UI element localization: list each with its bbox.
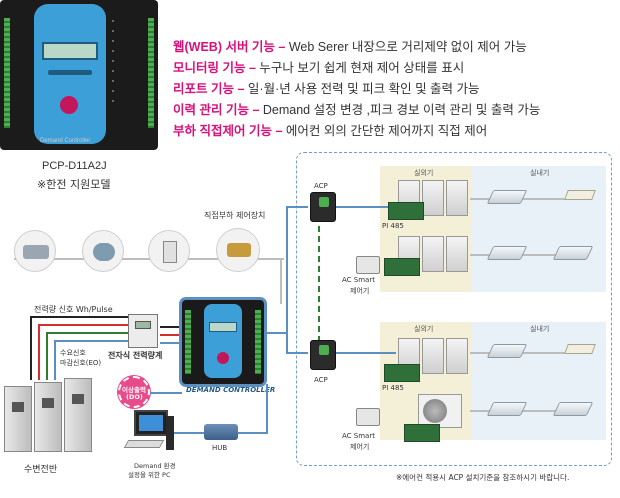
terminal-block-right <box>148 18 154 128</box>
footnote: ※에어컨 적용시 ACP 설치기준을 참조하시기 바랍니다. <box>396 473 570 482</box>
cassette-unit-icon <box>486 246 528 260</box>
outdoor-unit-small-icon <box>418 394 462 428</box>
cassette-unit-icon <box>486 190 528 204</box>
acp-device-icon <box>310 192 336 222</box>
indoor-zone-label: 실내기 <box>530 169 550 177</box>
demand-signal-label-1: 수요신호 <box>60 349 86 357</box>
outdoor-zone-label: 실외기 <box>414 169 434 177</box>
demand-signal-label-2: 마감신호(EO) <box>60 359 102 367</box>
ac-smart-label-1: AC Smart <box>342 432 375 440</box>
outdoor-unit-icon <box>422 236 444 272</box>
meter-label: 전자식 전력량계 <box>108 351 163 360</box>
cassette-unit-icon <box>486 344 528 358</box>
pi485-board-icon <box>404 424 440 442</box>
hvac-system-area <box>296 152 612 466</box>
acp-label: ACP <box>314 182 328 190</box>
power-meter-icon <box>128 314 158 348</box>
indoor-zone-label: 실내기 <box>530 325 550 333</box>
alarm-label-2: (DO) <box>126 393 143 401</box>
outdoor-unit-icon <box>422 338 444 374</box>
pi485-label: PI 485 <box>382 384 404 392</box>
model-note: ※한전 지원모델 <box>37 178 111 191</box>
feature-item: 웹(WEB) 서버 기능 – Web Serer 내장으로 거리제약 없이 제어… <box>173 40 527 54</box>
feature-item: 리포트 기능 – 일·월·년 사용 전력 및 피크 확인 및 출력 가능 <box>173 82 480 96</box>
switchboard-label: 수변전반 <box>24 465 58 475</box>
pi485-board-icon <box>388 202 424 220</box>
ac-smart-label-1: AC Smart <box>342 276 375 284</box>
power-signal-label: 전력량 신호 Wh/Pulse <box>34 305 113 314</box>
load-switch-icon <box>148 230 190 272</box>
terminal-block-left <box>4 18 10 128</box>
outdoor-zone-label: 실외기 <box>414 325 434 333</box>
controller-front-panel <box>34 4 106 144</box>
pi485-board-icon <box>384 364 420 382</box>
hub-label: HUB <box>212 444 228 452</box>
pc-label-1: Demand 환경 <box>134 462 176 470</box>
indoor-zone-upper <box>472 166 606 292</box>
demand-controller-image: Demand Controller <box>0 0 158 150</box>
ac-smart-icon <box>356 256 380 274</box>
alarm-output-badge <box>118 376 150 408</box>
ac-smart-icon <box>356 408 380 426</box>
duct-unit-icon <box>564 190 596 200</box>
controller-lcd <box>42 42 98 60</box>
outdoor-unit-icon <box>446 236 468 272</box>
pc-label-2: 설정을 위한 PC <box>128 471 171 479</box>
outdoor-unit-icon <box>446 180 468 216</box>
demand-controller-unit <box>182 300 264 384</box>
load-compressor-icon <box>14 230 56 272</box>
cassette-unit-icon <box>552 402 594 416</box>
demand-controller-brand: DEMAND CONTROLLER <box>186 386 276 394</box>
feature-item: 이력 관리 기능 – Demand 설정 변경 ,피크 경보 이력 관리 및 출… <box>173 103 541 117</box>
controller-device-label: Demand Controller <box>40 138 91 144</box>
load-pump-icon <box>82 230 124 272</box>
pc-icon <box>123 410 174 454</box>
cassette-unit-icon <box>552 246 594 260</box>
outdoor-unit-icon <box>422 180 444 216</box>
load-valve-icon <box>216 228 260 272</box>
model-number: PCP-D11A2J <box>42 160 107 172</box>
alarm-label-1: 이상출력 <box>122 386 146 394</box>
feature-item: 부하 직접제어 기능 – 에어컨 외의 간단한 제어까지 직접 제어 <box>173 124 488 138</box>
acp-device-icon <box>310 340 336 370</box>
acp-label: ACP <box>314 376 328 384</box>
ac-smart-label-2: 제어기 <box>350 443 370 451</box>
indoor-zone-lower <box>472 322 606 440</box>
hub-icon <box>204 424 238 440</box>
direct-load-label: 직접부하 제어장치 <box>204 211 266 220</box>
ac-smart-label-2: 제어기 <box>350 287 370 295</box>
outdoor-unit-icon <box>446 338 468 374</box>
feature-item: 모니터링 기능 – 누구나 보기 쉽게 현재 제어 상태를 표시 <box>173 61 465 75</box>
lg-logo-icon <box>60 96 78 114</box>
cassette-unit-icon <box>486 402 528 416</box>
switchboard-icon <box>4 378 96 454</box>
pi485-label: PI 485 <box>382 222 404 230</box>
pi485-board-icon <box>384 258 420 276</box>
duct-unit-icon <box>564 344 596 354</box>
